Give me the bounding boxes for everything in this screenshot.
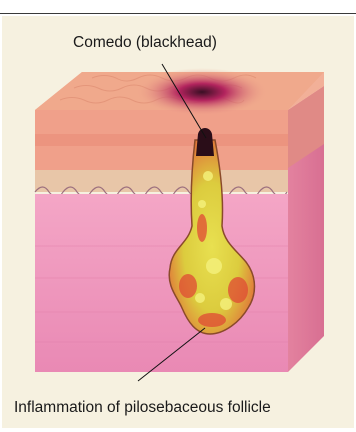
epidermis-stripe xyxy=(35,134,288,146)
inflammation-label: Inflammation of pilosebaceous follicle xyxy=(14,399,271,417)
papillary-layer xyxy=(35,170,288,192)
comedo-label: Comedo (blackhead) xyxy=(73,34,217,52)
skin-cross-section-diagram xyxy=(2,16,354,428)
comedo-plug xyxy=(196,128,214,156)
diagram-panel: Comedo (blackhead) Inflammation of pilos… xyxy=(2,16,354,428)
blackhead-inflamed-area xyxy=(136,68,268,116)
top-divider xyxy=(0,13,356,14)
